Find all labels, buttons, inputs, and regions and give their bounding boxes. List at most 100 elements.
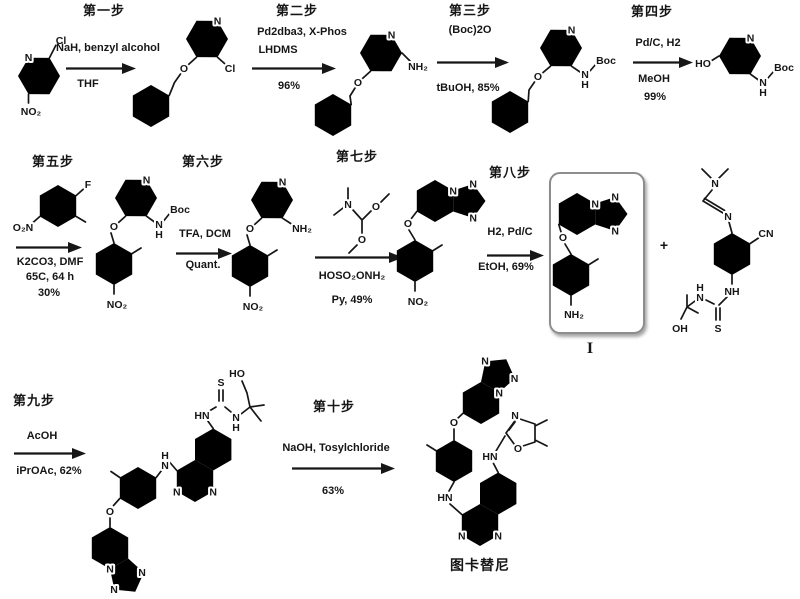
step7-yield: Py, 49%: [331, 294, 373, 306]
atom-o: O: [106, 506, 114, 518]
atom-n: N: [747, 33, 755, 45]
atom-n: N: [581, 69, 589, 81]
atom-n: N: [232, 412, 240, 424]
structure-step9-product: N N N O H N N N HN S N H HO: [91, 366, 265, 599]
step1-reagent: NaH, benzyl alcohol: [56, 42, 160, 54]
structure-step2-product: N NH₂ O: [314, 25, 430, 136]
atom-n: N: [388, 30, 396, 42]
atom-ho: HO: [695, 58, 711, 70]
atom-n: N: [591, 199, 599, 211]
atom-h: H: [759, 87, 767, 99]
step8-reagent: H2, Pd/C: [487, 226, 533, 238]
atom-o: O: [358, 234, 366, 246]
atom-n: N: [724, 211, 732, 223]
atom-n: N: [173, 487, 181, 499]
atom-n: N: [344, 199, 352, 211]
atom-no2: NO₂: [408, 296, 429, 308]
atom-h: H: [232, 422, 240, 434]
atom-n: N: [511, 373, 519, 385]
atom-n: N: [481, 356, 489, 368]
atom-n: N: [214, 16, 222, 28]
step4-reagent: Pd/C, H2: [635, 37, 681, 49]
atom-o: O: [110, 221, 118, 233]
atom-n: N: [611, 226, 619, 238]
atom-boc: Boc: [596, 55, 616, 67]
atom-no2: NO₂: [243, 301, 264, 313]
atom-n: N: [511, 410, 519, 422]
structure-intermediate-I: N N N O NH₂: [552, 190, 628, 323]
atom-ho: HO: [229, 368, 245, 380]
atom-n: N: [155, 219, 163, 231]
step8-title: 第八步: [488, 165, 531, 180]
reaction-arrow-6: [176, 248, 232, 259]
atom-nh2: NH₂: [564, 309, 584, 321]
step1-solvent: THF: [77, 78, 99, 90]
atom-n: N: [469, 213, 477, 225]
reaction-arrow-10: [292, 463, 395, 474]
step4-solvent: MeOH: [638, 73, 670, 85]
step6-reagent: TFA, DCM: [179, 228, 231, 240]
reaction-arrow-4: [633, 57, 693, 68]
atom-no2: NO₂: [21, 106, 42, 118]
structure-coupling-partner: N N CN NH S H N OH: [670, 168, 776, 337]
structure-step1-substrate: N Cl NO₂: [12, 33, 68, 120]
atom-n: N: [759, 77, 767, 89]
atom-n: N: [143, 175, 151, 187]
atom-nh2: NH₂: [408, 61, 428, 73]
step6-title: 第六步: [181, 154, 224, 169]
atom-o2n: O₂N: [13, 222, 33, 234]
structure-step7-reagent: N O O: [333, 187, 390, 254]
atom-cl: Cl: [56, 35, 67, 47]
structure-step4-product: N HO N H Boc: [693, 28, 796, 101]
step5-conditions1: K2CO3, DMF: [16, 256, 84, 268]
atom-o: O: [559, 232, 567, 244]
step10-reagent: NaOH, Tosylchloride: [282, 442, 390, 454]
step3-title: 第三步: [448, 3, 491, 18]
structure-step7-product: N N N O NO₂: [396, 177, 486, 310]
atom-o: O: [246, 223, 254, 235]
step2-title: 第二步: [275, 3, 318, 18]
step7-reagent-text: HOSO₂ONH₂: [318, 270, 386, 282]
step9-title: 第九步: [12, 393, 55, 408]
atom-n: N: [611, 192, 619, 204]
reaction-arrow-5: [16, 242, 82, 253]
reaction-arrow-8: [487, 250, 544, 261]
step6-yield: Quant.: [185, 259, 221, 271]
atom-n: N: [138, 567, 146, 579]
atom-s: S: [714, 323, 721, 335]
step4-yield: 99%: [643, 91, 667, 103]
structure-step6-product: N NH₂ O NO₂: [231, 172, 314, 315]
step3-conditions: tBuOH, 85%: [436, 82, 500, 94]
atom-n: N: [25, 52, 33, 64]
step5-conditions2: 65C, 64 h: [25, 271, 75, 283]
atom-n: N: [458, 531, 466, 543]
reaction-arrow-7: [315, 252, 403, 263]
step9-reagent: AcOH: [26, 430, 58, 442]
step5-yield: 30%: [37, 287, 61, 299]
atom-n: N: [495, 388, 503, 400]
atom-n: N: [279, 177, 287, 189]
atom-n: N: [711, 178, 719, 190]
reaction-arrow-1: [66, 63, 136, 74]
structure-step5-reagent: F O₂N: [11, 177, 94, 236]
step5-title: 第五步: [31, 154, 74, 169]
atom-o: O: [534, 71, 542, 83]
structure-step1-product: N Cl O: [132, 11, 237, 127]
atom-nh2: NH₂: [292, 223, 312, 235]
atom-boc: Boc: [170, 204, 190, 216]
reaction-arrow-3: [437, 57, 509, 68]
atom-no2: NO₂: [107, 299, 128, 311]
atom-o: O: [372, 201, 380, 213]
atom-o: O: [514, 443, 522, 455]
atom-cl: Cl: [225, 63, 236, 75]
atom-hn: HN: [482, 451, 497, 463]
step4-title: 第四步: [630, 4, 673, 19]
step10-title: 第十步: [312, 399, 355, 414]
atom-boc: Boc: [774, 62, 794, 74]
atom-o: O: [450, 417, 458, 429]
atom-h: H: [161, 450, 169, 462]
step2-yield: 96%: [277, 80, 301, 92]
atom-o: O: [404, 218, 412, 230]
intermediate-box: N N N O NH₂: [549, 172, 645, 334]
atom-n: N: [449, 186, 457, 198]
